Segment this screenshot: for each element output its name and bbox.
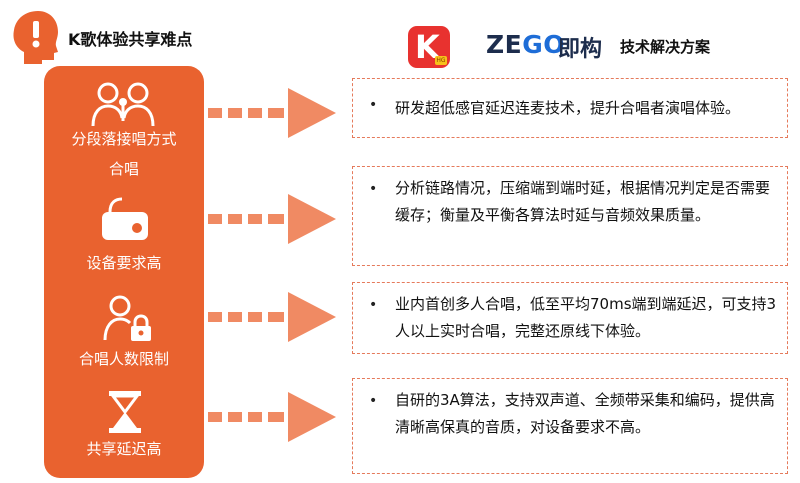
solution-box-4: • 自研的3A算法，支持双声道、全频带采集和编码，提供高清晰高保真的音质，对设备…	[352, 378, 788, 474]
app-logo-badge: HG	[435, 56, 447, 65]
arrow-right-icon	[208, 88, 336, 138]
solution-box-2: • 分析链路情况，压缩端到端时延，根据情况判定是否需要缓存；衡量及平衡各算法时延…	[352, 166, 788, 266]
duet-singers-icon	[91, 82, 155, 127]
zego-logo-prefix: ZE	[486, 30, 523, 59]
device-icon	[102, 197, 148, 240]
hourglass-icon	[109, 391, 141, 433]
arrow-right-icon	[208, 292, 336, 342]
arrow-right-icon	[208, 194, 336, 244]
difficulties-panel: 分段落接唱方式 合唱 设备要求高 合唱人数限制 共享延迟高	[44, 66, 204, 478]
solution-4-bullet: •	[369, 393, 378, 409]
zego-logo-suffix: O	[543, 30, 566, 59]
zego-logo-g: G	[522, 30, 544, 59]
right-title: 技术解决方案	[620, 38, 711, 56]
solution-3-bullet: •	[369, 297, 378, 313]
k-song-app-logo: K HG	[408, 26, 450, 68]
solution-2-text: 分析链路情况，压缩端到端时延，根据情况判定是否需要缓存；衡量及平衡各算法时延与音…	[395, 179, 771, 224]
head-warning-icon	[13, 11, 58, 64]
arrow-right-icon	[208, 392, 336, 442]
difficulty-3-label: 合唱人数限制	[78, 350, 169, 368]
difficulty-1-label-line1: 分段落接唱方式	[71, 130, 177, 148]
zego-brand-cn: 即构	[558, 37, 603, 62]
solution-box-1: • 研发超低感官延迟连麦技术，提升合唱者演唱体验。	[352, 78, 788, 138]
zego-logo: ZEGO	[486, 30, 565, 59]
solution-box-3: • 业内首创多人合唱，低至平均70ms端到端延迟，可支持3人以上实时合唱，完整还…	[352, 282, 788, 354]
difficulty-1-label-line2: 合唱	[108, 160, 139, 178]
left-title: K歌体验共享难点	[68, 30, 193, 49]
user-lock-icon	[103, 295, 151, 341]
solution-1-bullet: •	[369, 97, 378, 113]
difficulty-2-label: 设备要求高	[86, 254, 162, 272]
difficulty-4-label: 共享延迟高	[86, 440, 162, 458]
solution-4-text: 自研的3A算法，支持双声道、全频带采集和编码，提供高清晰高保真的音质，对设备要求…	[395, 391, 775, 436]
solution-1-text: 研发超低感官延迟连麦技术，提升合唱者演唱体验。	[395, 99, 741, 117]
solution-2-bullet: •	[369, 181, 378, 197]
solution-3-text: 业内首创多人合唱，低至平均70ms端到端延迟，可支持3人以上实时合唱，完整还原线…	[395, 295, 777, 340]
